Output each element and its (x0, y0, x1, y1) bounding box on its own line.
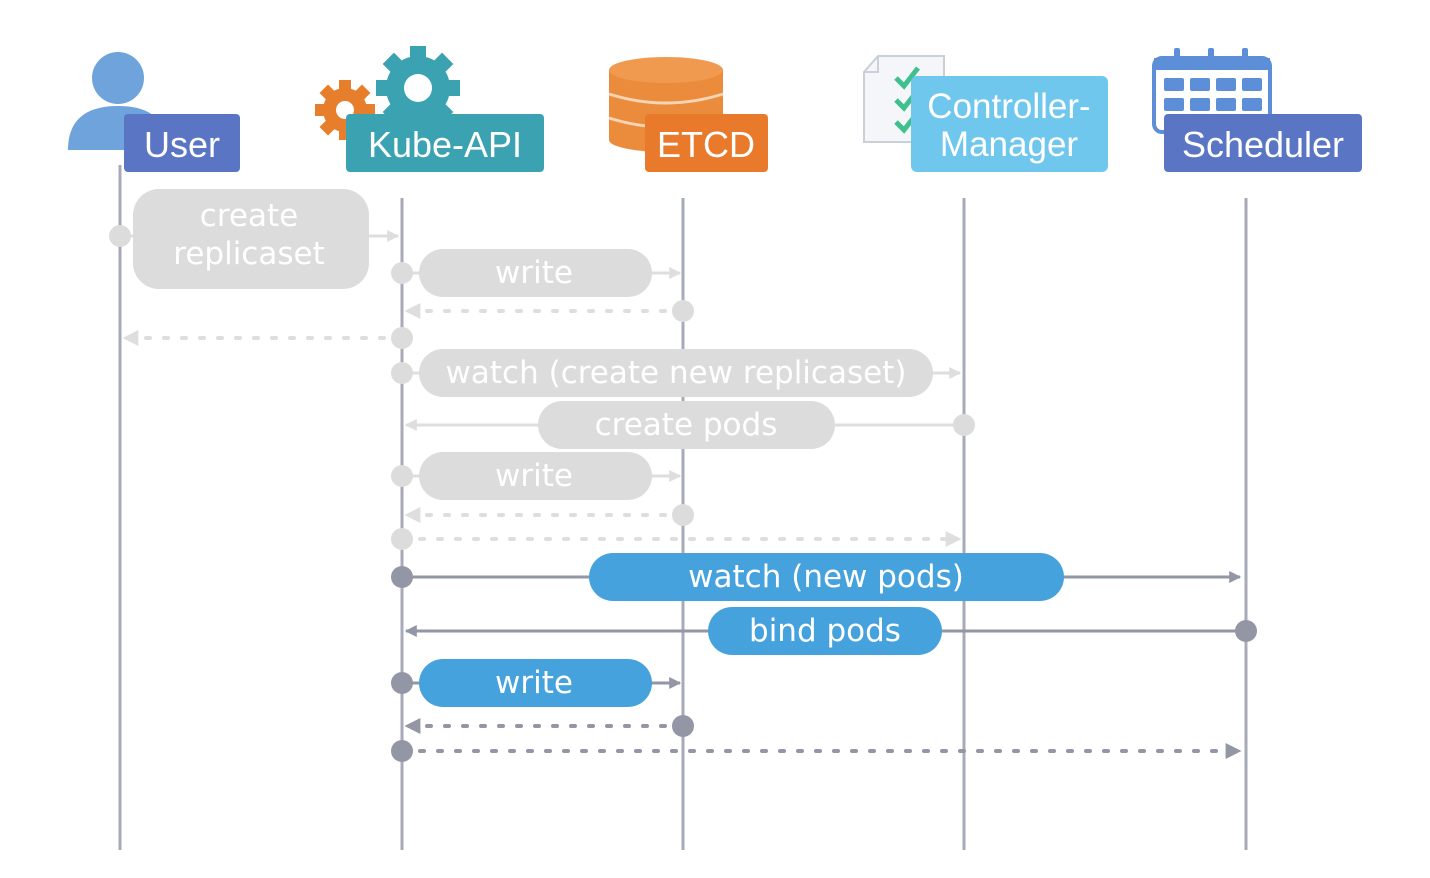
message-write-2: write (391, 452, 682, 500)
message-label: write (495, 458, 573, 494)
message-label: bind pods (749, 613, 901, 649)
message-pill (419, 452, 652, 500)
message-endpoint-dot (391, 528, 413, 550)
scheduler-label: Scheduler (1182, 124, 1344, 165)
message-label: create pods (595, 407, 778, 443)
kube-api-label: Kube-API (368, 124, 522, 165)
calendar-icon (1152, 48, 1272, 134)
message-return-etcd-kube-3 (404, 715, 694, 737)
message-write-3: write (391, 659, 682, 707)
kube-api-label-box (346, 114, 544, 172)
message-endpoint-dot (672, 715, 694, 737)
message-endpoint-dot (1235, 620, 1257, 642)
message-endpoint-dot (391, 566, 413, 588)
message-return-kube-user (122, 327, 413, 349)
message-write-1: write (391, 249, 682, 297)
controller-manager-label-line2: Manager (940, 125, 1078, 164)
actor-etcd: ETCD (608, 57, 768, 172)
message-label-line2: replicaset (173, 236, 324, 272)
message-endpoint-dot (672, 300, 694, 322)
message-label: watch (new pods) (688, 559, 964, 595)
message-endpoint-dot (391, 262, 413, 284)
user-label: User (144, 124, 220, 165)
message-endpoint-dot (391, 362, 413, 384)
message-pill (419, 349, 933, 397)
controller-manager-label-line1: Controller- (927, 87, 1090, 126)
message-pill (538, 401, 835, 449)
controller-manager-label-box (911, 76, 1108, 172)
message-label: write (495, 255, 573, 291)
etcd-label-box (645, 114, 768, 172)
message-bind-pods: bind pods (404, 607, 1257, 655)
actor-scheduler: Scheduler (1152, 48, 1362, 172)
message-endpoint-dot (391, 327, 413, 349)
message-label: watch (create new replicaset) (446, 355, 907, 391)
etcd-label: ETCD (657, 124, 755, 165)
message-return-etcd-kube-1 (404, 300, 694, 322)
actor-user: User (68, 52, 240, 172)
message-return-kube-scheduler (391, 740, 1242, 762)
message-label-line1: create (200, 198, 298, 234)
message-watch-create-new-replicaset: watch (create new replicaset) (391, 349, 962, 397)
message-pill (133, 189, 369, 289)
message-return-kube-cm (391, 528, 962, 550)
message-endpoint-dot (391, 672, 413, 694)
message-endpoint-dot (672, 504, 694, 526)
message-pill (589, 553, 1064, 601)
message-pill (419, 659, 652, 707)
message-label: write (495, 665, 573, 701)
message-endpoint-dot (391, 465, 413, 487)
actor-controller-manager: Controller- Manager (863, 55, 1108, 172)
message-watch-new-pods: watch (new pods) (391, 553, 1242, 601)
message-pill (708, 607, 942, 655)
message-create-pods: create pods (404, 401, 975, 449)
message-endpoint-dot (391, 740, 413, 762)
user-label-box (124, 114, 240, 172)
message-pill (419, 249, 652, 297)
scheduler-label-box (1164, 114, 1362, 172)
message-create-replicaset: create replicaset (109, 189, 400, 289)
message-return-etcd-kube-2 (404, 504, 694, 526)
actor-kube-api: Kube-API (315, 46, 544, 172)
message-endpoint-dot (953, 414, 975, 436)
message-endpoint-dot (109, 225, 131, 247)
